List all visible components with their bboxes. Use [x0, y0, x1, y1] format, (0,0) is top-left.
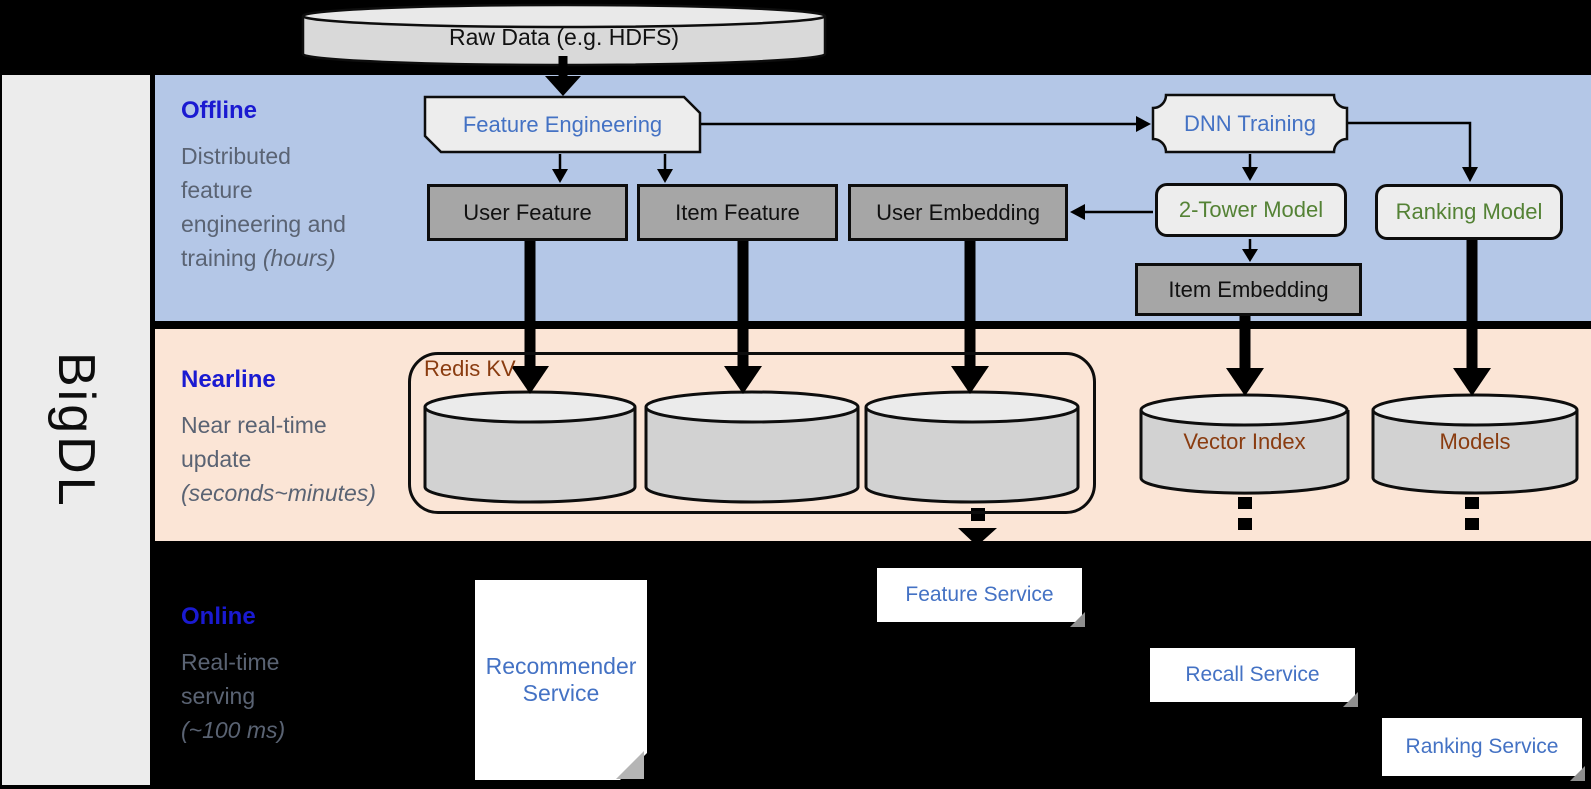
ranking-service-box: Ranking Service — [1382, 718, 1585, 781]
user-feature-box: User Feature — [427, 184, 628, 241]
item-feature-box: Item Feature — [637, 184, 838, 241]
item-embedding-box: Item Embedding — [1135, 263, 1362, 316]
recommender-doc-fold-icon — [616, 751, 644, 779]
user-embedding-box: User Embedding — [848, 184, 1068, 241]
recall-service-box: Recall Service — [1150, 648, 1358, 707]
redis-kv-label: Redis KV — [424, 356, 516, 381]
offline-title: Offline — [181, 97, 257, 124]
ranking-model-box: Ranking Model — [1375, 184, 1563, 240]
vector-index-label: Vector Index — [1183, 429, 1306, 454]
nearline-title: Nearline — [181, 366, 276, 393]
raw-data-label: Raw Data (e.g. HDFS) — [448, 23, 680, 50]
online-section-label: Online Real-time serving (~100 ms) — [181, 603, 431, 747]
feature-service-box: Feature Service — [877, 568, 1085, 627]
bigdl-sidebar: BigDL — [2, 75, 150, 785]
nearline-subtitle: Near real-time update (seconds~minutes) — [181, 412, 376, 506]
offline-subtitle: Distributed feature engineering and trai… — [181, 143, 346, 271]
feature-engineering-box: Feature Engineering — [462, 111, 663, 137]
models-label: Models — [1439, 429, 1511, 454]
two-tower-model-box: 2-Tower Model — [1155, 183, 1347, 237]
recommender-service-doc: Recommender Service — [475, 580, 647, 780]
bigdl-label: BigDL — [47, 351, 105, 509]
offline-section-label: Offline Distributed feature engineering … — [181, 97, 431, 275]
online-subtitle: Real-time serving (~100 ms) — [181, 649, 286, 743]
nearline-section-label: Nearline Near real-time update (seconds~… — [181, 366, 441, 510]
redis-kv-container — [408, 352, 1096, 514]
dnn-training-box: DNN Training — [1183, 110, 1317, 136]
online-title: Online — [181, 603, 256, 630]
